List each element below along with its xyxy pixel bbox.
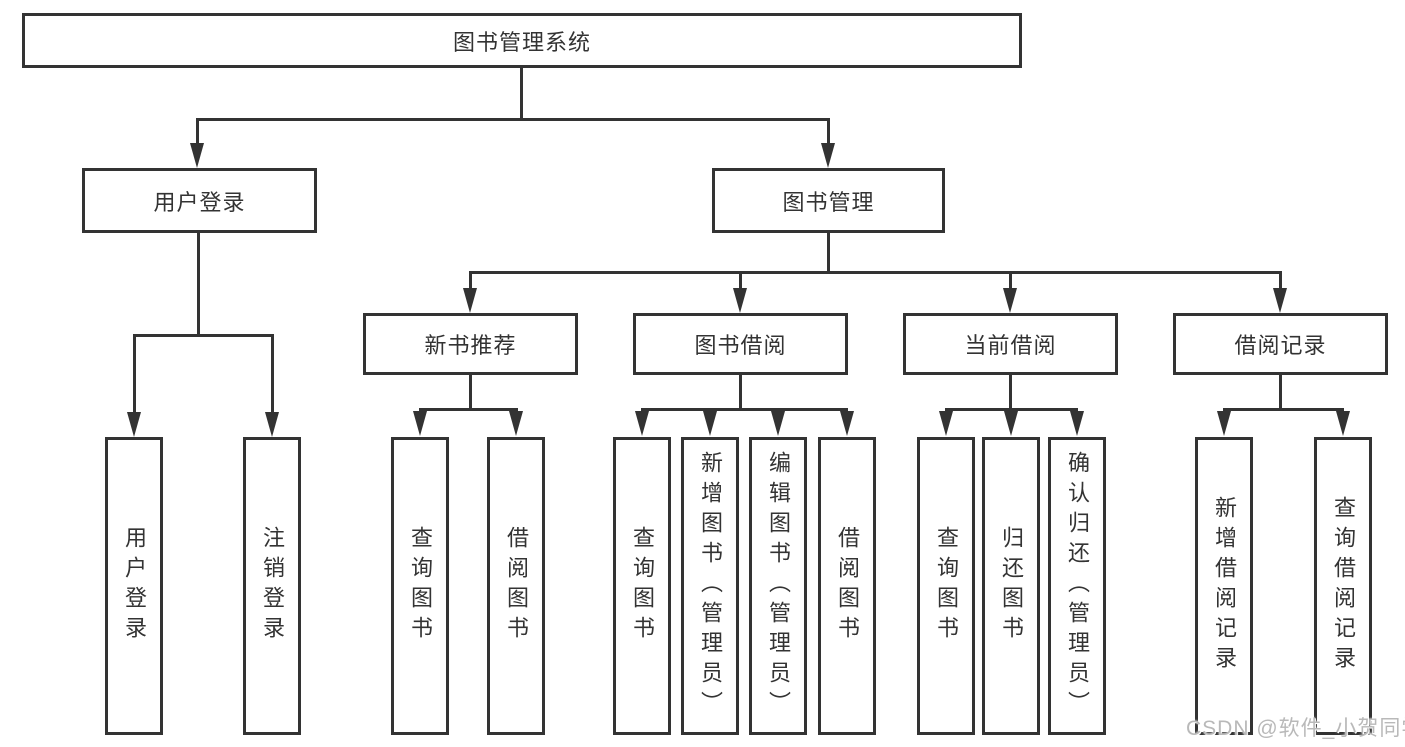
node-root-label: 图书管理系统 bbox=[452, 29, 591, 55]
leaf-add-borrow-record-label: 新增借阅记录 bbox=[1212, 496, 1237, 676]
arrow-down-icon bbox=[1004, 411, 1018, 436]
arrow-down-icon bbox=[509, 411, 523, 436]
connector-userlogin-drop-right bbox=[271, 334, 274, 414]
connector-root-hbar bbox=[196, 118, 830, 121]
node-book-management-label: 图书管理 bbox=[782, 189, 875, 215]
connector-userlogin-stub bbox=[197, 233, 200, 337]
connector-bookborrow-hbar bbox=[641, 408, 848, 411]
connector-root-drop-right bbox=[827, 118, 830, 145]
arrow-down-icon bbox=[1273, 288, 1287, 313]
leaf-edit-book-admin-label: 编辑图书（管理员） bbox=[766, 451, 791, 721]
node-borrowing-records-label: 借阅记录 bbox=[1234, 333, 1327, 358]
leaf-borrow-books-borrowing: 借阅图书 bbox=[818, 437, 876, 735]
node-borrowing-records: 借阅记录 bbox=[1173, 313, 1388, 375]
node-current-borrowing-label: 当前借阅 bbox=[964, 333, 1057, 358]
leaf-add-book-admin-label: 新增图书（管理员） bbox=[698, 451, 723, 721]
connector-userlogin-drop-left bbox=[133, 334, 136, 414]
leaf-query-books-current: 查询图书 bbox=[917, 437, 975, 735]
leaf-add-book-admin: 新增图书（管理员） bbox=[681, 437, 739, 735]
connector-level3-drop bbox=[1009, 271, 1012, 290]
leaf-borrow-books-recommend: 借阅图书 bbox=[487, 437, 545, 735]
arrow-down-icon bbox=[190, 143, 204, 168]
leaf-user-login-label: 用户登录 bbox=[122, 526, 147, 646]
connector-level3-drop bbox=[469, 271, 472, 290]
leaf-query-books-current-label: 查询图书 bbox=[934, 526, 959, 646]
arrow-down-icon bbox=[703, 411, 717, 436]
connector-level3-drop bbox=[1279, 271, 1282, 290]
node-book-borrowing: 图书借阅 bbox=[633, 313, 848, 375]
arrow-down-icon bbox=[127, 412, 141, 437]
leaf-query-books-borrowing: 查询图书 bbox=[613, 437, 671, 735]
watermark: CSDN @软件_小贺同学 bbox=[1186, 717, 1405, 740]
leaf-edit-book-admin: 编辑图书（管理员） bbox=[749, 437, 807, 735]
connector-bookmgmt-stub bbox=[827, 233, 830, 274]
leaf-return-books: 归还图书 bbox=[982, 437, 1040, 735]
leaf-confirm-return-admin: 确认归还（管理员） bbox=[1048, 437, 1106, 735]
arrow-down-icon bbox=[821, 143, 835, 168]
connector-records-hbar bbox=[1223, 408, 1344, 411]
leaf-user-login: 用户登录 bbox=[105, 437, 163, 735]
leaf-query-books-recommend-label: 查询图书 bbox=[408, 526, 433, 646]
connector-currentborrow-hbar bbox=[945, 408, 1078, 411]
leaf-logout-label: 注销登录 bbox=[260, 526, 285, 646]
arrow-down-icon bbox=[1217, 411, 1231, 436]
leaf-query-borrow-record: 查询借阅记录 bbox=[1314, 437, 1372, 735]
node-current-borrowing: 当前借阅 bbox=[903, 313, 1118, 375]
leaf-logout: 注销登录 bbox=[243, 437, 301, 735]
connector-bookborrow-stub bbox=[739, 375, 742, 411]
connector-userlogin-hbar bbox=[133, 334, 274, 337]
leaf-confirm-return-admin-label: 确认归还（管理员） bbox=[1065, 451, 1090, 721]
node-new-book-recommend-label: 新书推荐 bbox=[424, 333, 517, 358]
connector-level3-drop bbox=[739, 271, 742, 290]
leaf-borrow-books-recommend-label: 借阅图书 bbox=[504, 526, 529, 646]
connector-records-stub bbox=[1279, 375, 1282, 411]
leaf-query-books-recommend: 查询图书 bbox=[391, 437, 449, 735]
arrow-down-icon bbox=[1070, 411, 1084, 436]
arrow-down-icon bbox=[413, 411, 427, 436]
arrow-down-icon bbox=[840, 411, 854, 436]
leaf-query-books-borrowing-label: 查询图书 bbox=[630, 526, 655, 646]
arrow-down-icon bbox=[1003, 288, 1017, 313]
connector-root-drop-left bbox=[196, 118, 199, 145]
leaf-add-borrow-record: 新增借阅记录 bbox=[1195, 437, 1253, 735]
arrow-down-icon bbox=[939, 411, 953, 436]
node-root: 图书管理系统 bbox=[22, 13, 1022, 68]
node-book-management: 图书管理 bbox=[712, 168, 945, 233]
leaf-query-borrow-record-label: 查询借阅记录 bbox=[1331, 496, 1356, 676]
arrow-down-icon bbox=[771, 411, 785, 436]
arrow-down-icon bbox=[265, 412, 279, 437]
node-new-book-recommend: 新书推荐 bbox=[363, 313, 578, 375]
connector-recommend-stub bbox=[469, 375, 472, 411]
arrow-down-icon bbox=[463, 288, 477, 313]
connector-currentborrow-stub bbox=[1009, 375, 1012, 411]
arrow-down-icon bbox=[635, 411, 649, 436]
leaf-return-books-label: 归还图书 bbox=[999, 526, 1024, 646]
node-book-borrowing-label: 图书借阅 bbox=[694, 333, 787, 358]
connector-root-stub bbox=[520, 68, 523, 121]
connector-recommend-hbar bbox=[419, 408, 518, 411]
node-user-login-label: 用户登录 bbox=[153, 189, 246, 215]
arrow-down-icon bbox=[733, 288, 747, 313]
node-user-login: 用户登录 bbox=[82, 168, 317, 233]
connector-level3-hbar bbox=[469, 271, 1282, 274]
leaf-borrow-books-borrowing-label: 借阅图书 bbox=[835, 526, 860, 646]
arrow-down-icon bbox=[1336, 411, 1350, 436]
